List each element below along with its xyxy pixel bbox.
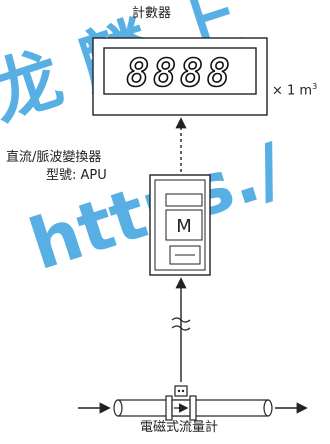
pipe-end-left bbox=[113, 399, 123, 417]
converter-indicator bbox=[165, 193, 203, 207]
counter-display-window bbox=[103, 47, 257, 95]
converter-model: 型號: APU bbox=[46, 168, 107, 183]
flow-meter bbox=[78, 385, 308, 421]
meter-terminal-dot-2 bbox=[181, 389, 185, 393]
flange-left bbox=[165, 395, 173, 421]
converter-title: 直流/脈波變換器 bbox=[6, 150, 102, 165]
multiplier-exponent: 3 bbox=[312, 82, 318, 91]
multiplier-text: × 1 m bbox=[272, 83, 313, 99]
pipe-end-right bbox=[263, 399, 273, 417]
cable-break-mark-1 bbox=[171, 317, 191, 323]
converter-face-letter: M bbox=[176, 216, 192, 237]
counter-unit: 8888 bbox=[92, 37, 268, 116]
flange-right bbox=[189, 395, 197, 421]
converter-face-panel bbox=[165, 209, 203, 241]
counter-display-digits: 8888 bbox=[126, 51, 234, 95]
meter-terminal-dot-1 bbox=[177, 389, 181, 393]
flow-meter-title: 電磁式流量計 bbox=[140, 420, 219, 435]
converter-unit: M bbox=[149, 174, 211, 276]
counter-title: 計數器 bbox=[132, 6, 172, 21]
cable-break-mark-2 bbox=[171, 325, 191, 331]
counter-multiplier: × 1 m3 bbox=[272, 82, 317, 99]
meter-terminal-box bbox=[174, 385, 188, 397]
